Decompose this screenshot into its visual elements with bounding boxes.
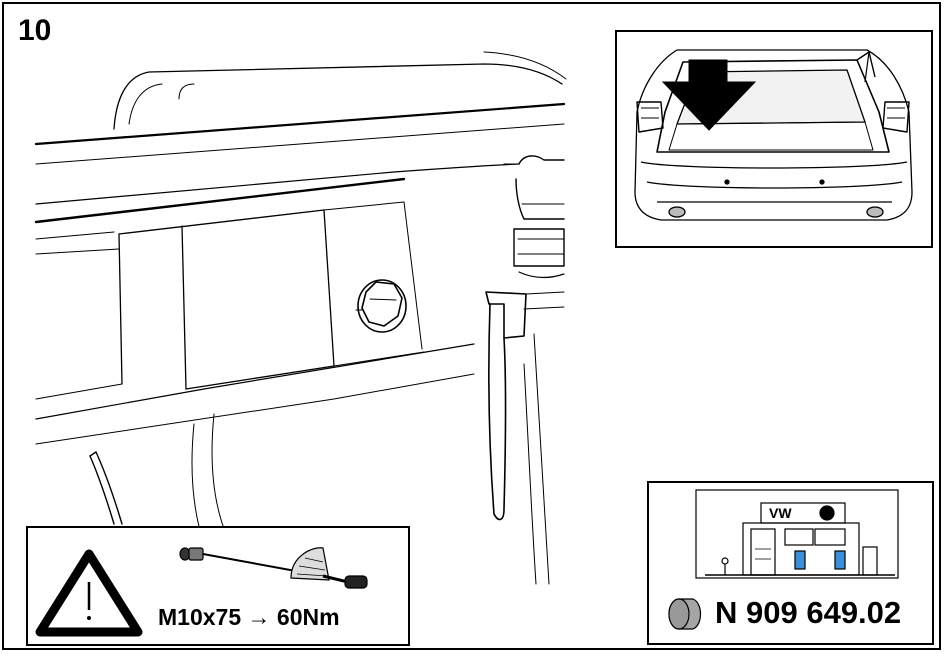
vw-dealer-building-icon: VW [695,489,899,579]
part-number-label: N 909 649.02 [715,595,902,630]
part-number-inset: VW N 909 649.02 [647,481,934,645]
trunk-interior-bolt-icon [34,51,567,585]
down-arrow-icon [661,59,757,131]
car-rear-inset [615,30,933,248]
plug-cap-icon [668,598,702,630]
torque-spec-label: M10x75 → 60Nm [158,604,340,630]
warning-triangle-icon [35,549,143,637]
dealer-sign-text: VW [769,505,792,521]
car-rear-trunk-open-icon [634,49,913,221]
torque-wrench-icon [179,547,368,589]
torque-spec-inset: M10x75 → 60Nm [26,526,410,646]
step-number: 10 [18,14,52,47]
